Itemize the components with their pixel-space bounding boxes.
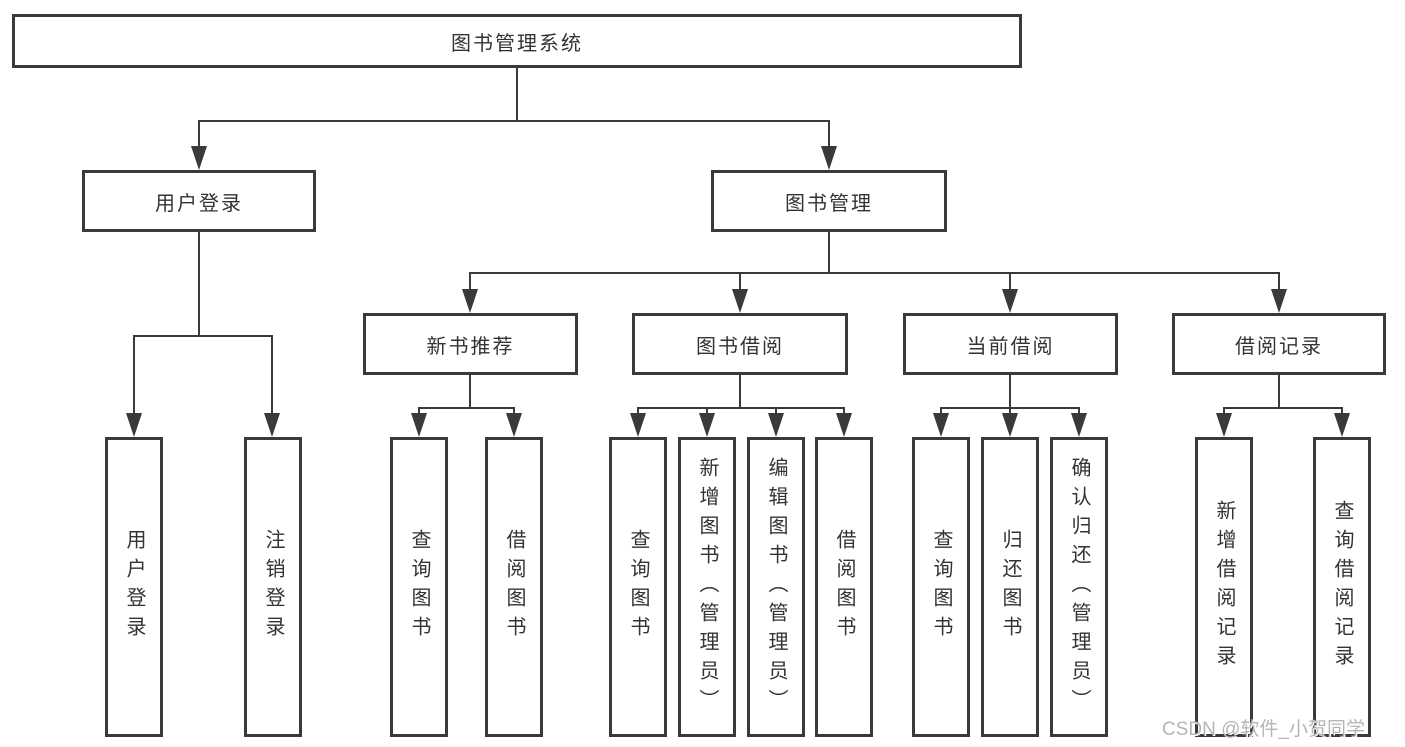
leaf-query-books-3: 查询图书 — [912, 437, 970, 737]
leaf-user-login: 用户登录 — [105, 437, 163, 737]
node-book-management-label: 图书管理 — [785, 192, 873, 215]
connector-line — [1009, 272, 1011, 291]
node-current-borrowing: 当前借阅 — [903, 313, 1118, 375]
leaf-add-borrow-record-label: 新增借阅记录 — [1213, 500, 1235, 674]
connector-line — [198, 120, 200, 148]
arrowhead — [411, 413, 427, 437]
arrowhead — [699, 413, 715, 437]
node-borrowing-records-label: 借阅记录 — [1235, 335, 1323, 358]
node-current-borrowing-label: 当前借阅 — [966, 335, 1055, 358]
connector-line — [516, 68, 518, 122]
arrowhead — [821, 146, 837, 170]
connector-line — [198, 232, 200, 336]
leaf-return-books-label: 归还图书 — [999, 529, 1021, 645]
arrowhead — [264, 413, 280, 437]
connector-line — [1078, 407, 1080, 415]
leaf-confirm-return-admin: 确认归还（管理员） — [1050, 437, 1108, 737]
node-book-borrowing: 图书借阅 — [632, 313, 848, 375]
leaf-user-login-label: 用户登录 — [123, 529, 145, 645]
leaf-edit-books-admin: 编辑图书（管理员） — [747, 437, 805, 737]
arrowhead — [1002, 289, 1018, 313]
leaf-query-books-2-label: 查询图书 — [627, 529, 649, 645]
connector-line — [133, 335, 135, 415]
connector-line — [418, 407, 515, 409]
leaf-add-books-admin-label: 新增图书（管理员） — [696, 456, 718, 718]
connector-line — [418, 407, 420, 415]
leaf-query-books-3-label: 查询图书 — [930, 529, 952, 645]
connector-line — [198, 120, 830, 122]
connector-line — [940, 407, 942, 415]
arrowhead — [1002, 413, 1018, 437]
connector-line — [1223, 407, 1225, 415]
arrowhead — [732, 289, 748, 313]
connector-line — [133, 335, 273, 337]
leaf-borrow-books-1-label: 借阅图书 — [503, 529, 525, 645]
connector-line — [469, 375, 471, 408]
connector-line — [775, 407, 777, 415]
node-user-login-label: 用户登录 — [155, 192, 243, 215]
arrowhead — [126, 413, 142, 437]
connector-line — [828, 232, 830, 273]
connector-line — [706, 407, 708, 415]
leaf-query-books-1-label: 查询图书 — [408, 529, 430, 645]
node-system-root: 图书管理系统 — [12, 14, 1022, 68]
arrowhead — [462, 289, 478, 313]
arrowhead — [768, 413, 784, 437]
leaf-edit-books-admin-label: 编辑图书（管理员） — [765, 456, 787, 718]
arrowhead — [836, 413, 852, 437]
arrowhead — [933, 413, 949, 437]
csdn-watermark: CSDN @软件_小贺同学 — [1162, 719, 1365, 740]
connector-line — [843, 407, 845, 415]
node-new-book-recommend: 新书推荐 — [363, 313, 578, 375]
arrowhead — [1216, 413, 1232, 437]
connector-line — [739, 272, 741, 291]
connector-line — [1278, 272, 1280, 291]
connector-line — [1009, 375, 1011, 408]
leaf-query-borrow-record-label: 查询借阅记录 — [1331, 500, 1353, 674]
arrowhead — [191, 146, 207, 170]
node-book-management: 图书管理 — [711, 170, 947, 232]
node-borrowing-records: 借阅记录 — [1172, 313, 1386, 375]
connector-line — [1009, 407, 1011, 415]
leaf-logout-label: 注销登录 — [262, 529, 284, 645]
connector-line — [513, 407, 515, 415]
node-book-borrowing-label: 图书借阅 — [696, 335, 784, 358]
connector-line — [1278, 375, 1280, 408]
connector-line — [469, 272, 471, 291]
leaf-return-books: 归还图书 — [981, 437, 1039, 737]
node-system-root-label: 图书管理系统 — [451, 32, 583, 55]
arrowhead — [506, 413, 522, 437]
leaf-query-books-1: 查询图书 — [390, 437, 448, 737]
leaf-add-borrow-record: 新增借阅记录 — [1195, 437, 1253, 737]
connector-line — [739, 375, 741, 408]
connector-line — [1341, 407, 1343, 415]
arrowhead — [630, 413, 646, 437]
connector-line — [637, 407, 845, 409]
leaf-confirm-return-admin-label: 确认归还（管理员） — [1068, 456, 1090, 718]
leaf-query-books-2: 查询图书 — [609, 437, 667, 737]
leaf-logout: 注销登录 — [244, 437, 302, 737]
arrowhead — [1071, 413, 1087, 437]
connector-line — [1223, 407, 1343, 409]
leaf-add-books-admin: 新增图书（管理员） — [678, 437, 736, 737]
node-new-book-recommend-label: 新书推荐 — [426, 335, 515, 358]
leaf-borrow-books-2: 借阅图书 — [815, 437, 873, 737]
arrowhead — [1271, 289, 1287, 313]
leaf-borrow-books-1: 借阅图书 — [485, 437, 543, 737]
leaf-borrow-books-2-label: 借阅图书 — [833, 529, 855, 645]
node-user-login: 用户登录 — [82, 170, 316, 232]
connector-line — [469, 272, 1280, 274]
connector-line — [828, 120, 830, 148]
connector-line — [271, 335, 273, 415]
arrowhead — [1334, 413, 1350, 437]
leaf-query-borrow-record: 查询借阅记录 — [1313, 437, 1371, 737]
connector-line — [637, 407, 639, 415]
